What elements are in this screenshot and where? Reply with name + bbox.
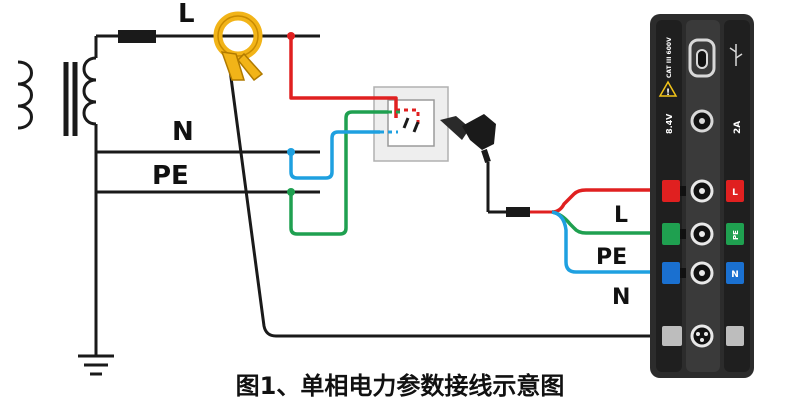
connector-L	[662, 180, 686, 202]
svg-text:!: !	[666, 88, 670, 98]
meter-jack-label-L: L	[732, 188, 738, 198]
cable-N	[551, 210, 665, 274]
label-meter-PE: PE	[596, 245, 627, 270]
jack-L	[690, 179, 714, 203]
connector-PE	[662, 223, 686, 245]
jack-N	[690, 261, 714, 285]
ground-icon	[78, 354, 114, 376]
meter-jack-label-PE: PE	[732, 230, 740, 240]
plug-icon	[440, 114, 552, 217]
cable-L	[551, 188, 665, 214]
meter-voltage-rating: 8.4V	[665, 113, 674, 134]
meter-current-rating: 2A	[733, 121, 743, 134]
transformer-icon	[17, 34, 320, 355]
usb-icon	[729, 44, 743, 66]
label-meter-N: N	[612, 285, 630, 310]
clamp-cable	[228, 69, 662, 338]
label-line-PE: PE	[152, 161, 189, 191]
usb-c-icon	[696, 49, 708, 69]
meter-cat-rating: CAT III 600V	[666, 37, 673, 78]
wire-PE	[289, 110, 388, 236]
current-clamp-icon	[213, 11, 264, 82]
bus-lines	[96, 150, 320, 194]
label-meter-L: L	[614, 203, 628, 228]
wire-L	[289, 36, 398, 118]
meter-jack-label-N: N	[731, 270, 739, 280]
figure-caption: 图1、单相电力参数接线示意图	[235, 372, 565, 400]
jack-PE	[690, 222, 714, 246]
fuse-icon	[118, 30, 156, 43]
wire-N	[289, 130, 380, 180]
cable-PE	[551, 210, 665, 235]
warning-icon: !	[658, 80, 678, 98]
socket-contacts	[402, 117, 420, 133]
label-line-L: L	[178, 0, 195, 29]
clamp-input-port	[662, 324, 744, 348]
label-line-N: N	[172, 117, 194, 147]
connector-N	[662, 262, 686, 284]
